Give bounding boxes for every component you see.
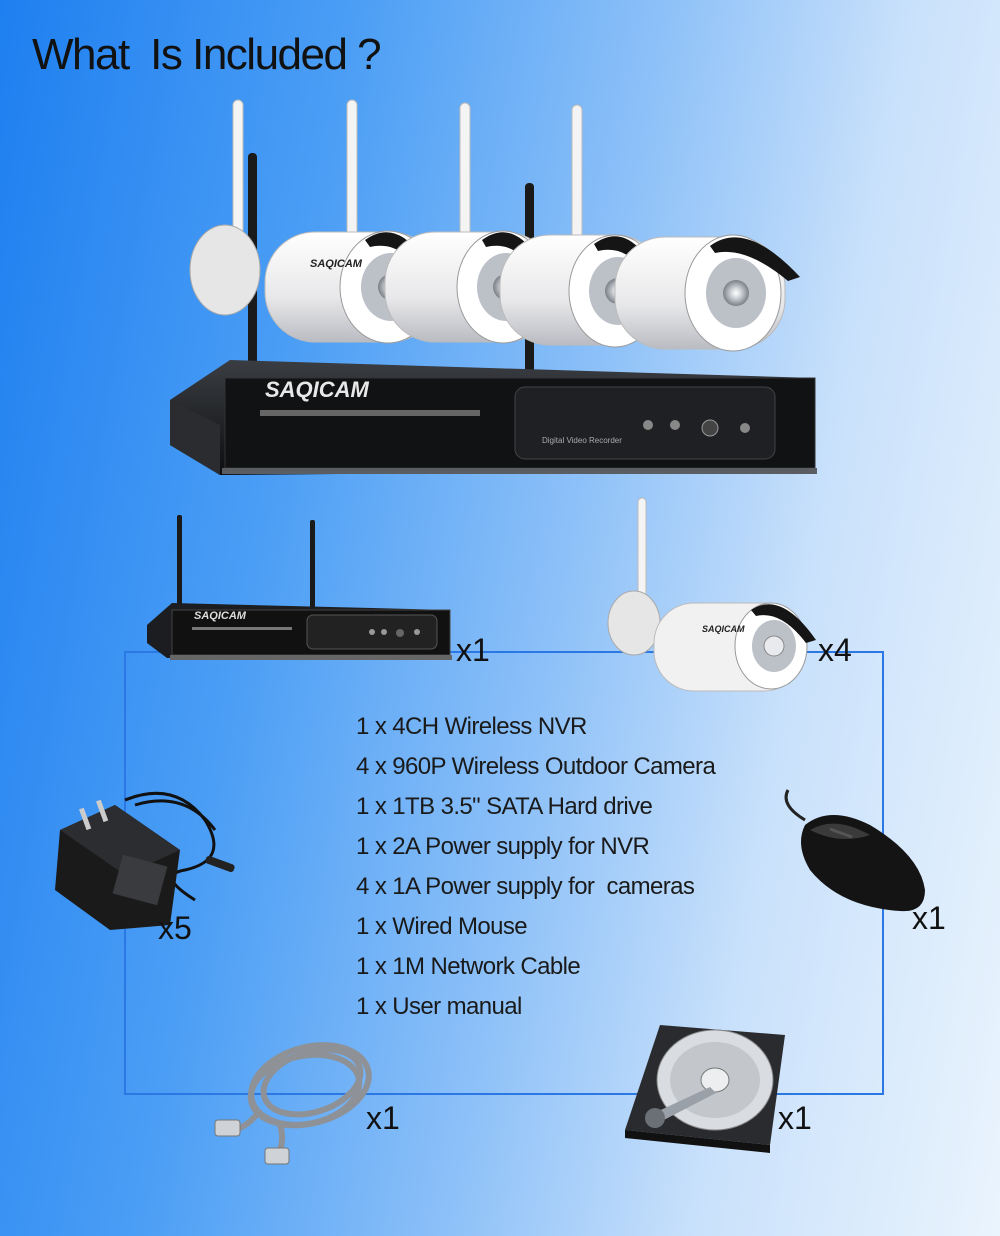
list-item: 1 x Wired Mouse: [356, 913, 528, 940]
qty-cable: x1: [366, 1100, 400, 1136]
qty-mouse: x1: [912, 900, 946, 936]
list-item: 1 x 2A Power supply for NVR: [356, 833, 650, 860]
network-cable-image: [214, 1042, 372, 1165]
power-adapter-image: [55, 791, 235, 930]
hero-nvr-brand: SAQICAM: [265, 377, 370, 402]
list-item: 4 x 1A Power supply for cameras: [356, 873, 695, 900]
list-item: 4 x 960P Wireless Outdoor Camera: [356, 753, 716, 780]
hero-camera-brand: SAQICAM: [310, 258, 363, 270]
hero-kit-image: SAQICAM SAQICAM Digital Video Recorder: [170, 99, 817, 475]
contents-list: 1 x 4CH Wireless NVR 4 x 960P Wireless O…: [356, 710, 716, 1030]
qty-hdd: x1: [778, 1100, 812, 1136]
page-title: What Is Included ?: [32, 30, 382, 79]
nvr-image: SAQICAM: [147, 515, 452, 660]
hero-nvr: SAQICAM Digital Video Recorder: [170, 360, 817, 475]
list-item: 1 x 1M Network Cable: [356, 953, 581, 980]
nvr-brand: SAQICAM: [194, 610, 247, 622]
list-item: 1 x User manual: [356, 993, 522, 1020]
camera-brand: SAQICAM: [702, 624, 745, 634]
qty-camera: x4: [818, 632, 852, 668]
list-item: 1 x 4CH Wireless NVR: [356, 713, 587, 740]
hard-drive-image: [625, 1025, 785, 1153]
hero-nvr-face-text: Digital Video Recorder: [542, 436, 622, 445]
hero-camera-4: [614, 234, 800, 352]
qty-nvr: x1: [456, 632, 490, 668]
mouse-image: [784, 789, 925, 912]
camera-image: SAQICAM: [607, 497, 816, 692]
qty-power: x5: [158, 910, 192, 946]
list-item: 1 x 1TB 3.5" SATA Hard drive: [356, 793, 653, 820]
